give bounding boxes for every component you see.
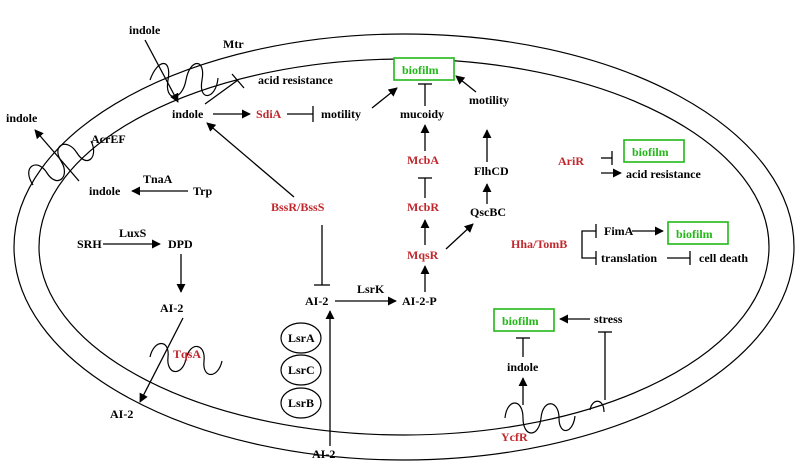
biofilm-box-bottom — [493, 308, 555, 332]
label-dpd: DPD — [168, 237, 193, 251]
biofilm-box-top — [393, 57, 455, 81]
label-indole-inner: indole — [172, 107, 204, 121]
label-indole-mid: indole — [89, 184, 121, 198]
label-mqsr: MqsR — [407, 248, 439, 262]
lsrc-protein — [280, 354, 322, 386]
label-biofilm-top: biofilm — [402, 63, 439, 77]
label-acref: AcrEF — [91, 132, 126, 146]
inhibit-indole-acid — [204, 79, 239, 105]
label-flhcd: FlhCD — [474, 164, 509, 178]
label-ai2-bottom: AI-2 — [312, 447, 335, 461]
mtr-transporter — [149, 62, 219, 98]
label-lsrb: LsrB — [288, 396, 314, 410]
label-indole-outside-left: indole — [6, 111, 38, 125]
label-qscbc: QscBC — [470, 205, 506, 219]
label-lsrk: LsrK — [357, 282, 385, 296]
label-lsrc: LsrC — [288, 363, 315, 377]
label-hha-tomb: Hha/TomB — [511, 237, 567, 251]
lsrb-protein — [280, 387, 322, 419]
biofilm-box-arir — [623, 139, 685, 163]
label-translation: translation — [601, 251, 657, 265]
ycfr-transporter — [504, 402, 576, 434]
inhibit-hha-fima — [581, 230, 596, 244]
inhibit-indole-acid-bar — [231, 73, 245, 89]
label-acid-resistance-arir: acid resistance — [626, 167, 701, 181]
arrow-indole-out-left — [34, 129, 80, 182]
label-tqsa: TqsA — [173, 347, 201, 361]
inhibit-hha-translation — [581, 244, 596, 259]
label-motility-left: motility — [321, 107, 361, 121]
label-tnaa: TnaA — [143, 172, 173, 186]
outer-membrane — [13, 33, 795, 461]
acref-transporter — [28, 140, 95, 186]
label-biofilm-bottom: biofilm — [502, 314, 539, 328]
label-fima: FimA — [604, 224, 634, 238]
label-luxs: LuxS — [119, 226, 147, 240]
label-ai2-inner: AI-2 — [305, 294, 328, 308]
membrane-squiggle-right — [589, 400, 605, 413]
arrow-mqsr-qscbc — [445, 223, 474, 250]
label-acid-resistance-top: acid resistance — [258, 73, 333, 87]
label-bssr-bsss: BssR/BssS — [271, 200, 325, 214]
label-ai2-left: AI-2 — [160, 301, 183, 315]
label-mcbr: McbR — [407, 200, 439, 214]
label-mtr: Mtr — [223, 37, 244, 51]
label-ai2-p: AI-2-P — [402, 294, 437, 308]
label-trp: Trp — [193, 184, 212, 198]
tqsa-transporter — [149, 342, 223, 376]
label-indole-bottom: indole — [507, 360, 539, 374]
label-sdia: SdiA — [256, 107, 282, 121]
label-ai2-outside-left: AI-2 — [110, 407, 133, 421]
label-srh: SRH — [77, 237, 102, 251]
label-indole-outside-top: indole — [129, 23, 161, 37]
label-cell-death: cell death — [699, 251, 748, 265]
biofilm-box-fima — [667, 221, 729, 245]
label-lsra: LsrA — [288, 331, 315, 345]
label-mucoidy: mucoidy — [400, 107, 444, 121]
arrow-bssr-indole — [206, 122, 295, 198]
lsra-protein — [280, 322, 322, 354]
label-ycfr: YcfR — [501, 430, 528, 444]
label-arir: AriR — [558, 154, 584, 168]
label-mcba: McbA — [407, 153, 439, 167]
label-stress: stress — [594, 312, 623, 326]
arrow-ai2-tqsa-out — [139, 317, 184, 403]
arrow-indole-top-in — [144, 39, 179, 103]
label-motility-right: motility — [469, 93, 509, 107]
label-biofilm-fima: biofilm — [676, 227, 713, 241]
arrow-motility-right-biofilm — [455, 75, 477, 93]
label-biofilm-arir: biofilm — [632, 145, 669, 159]
arrow-motility-biofilm — [371, 87, 398, 109]
